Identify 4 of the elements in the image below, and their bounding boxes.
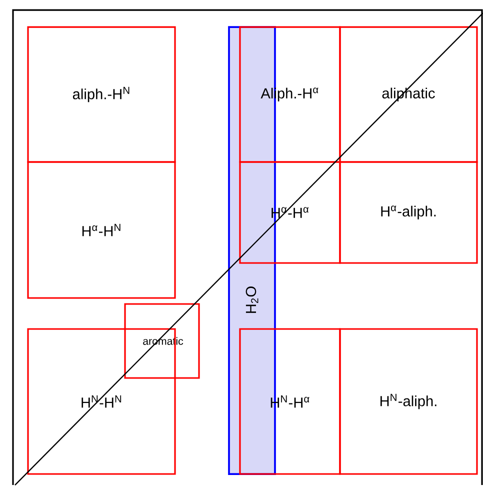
spectrum-region-box: H$^{N}$-aliph. — [339, 328, 478, 475]
spectrum-region-box: H$^{α}$-aliph. — [339, 161, 478, 264]
spectrum-region-box: H$^{α}$-H$^{N}$ — [27, 161, 176, 299]
spectrum-region-box: aliph.-H$^{N}$ — [27, 26, 176, 163]
